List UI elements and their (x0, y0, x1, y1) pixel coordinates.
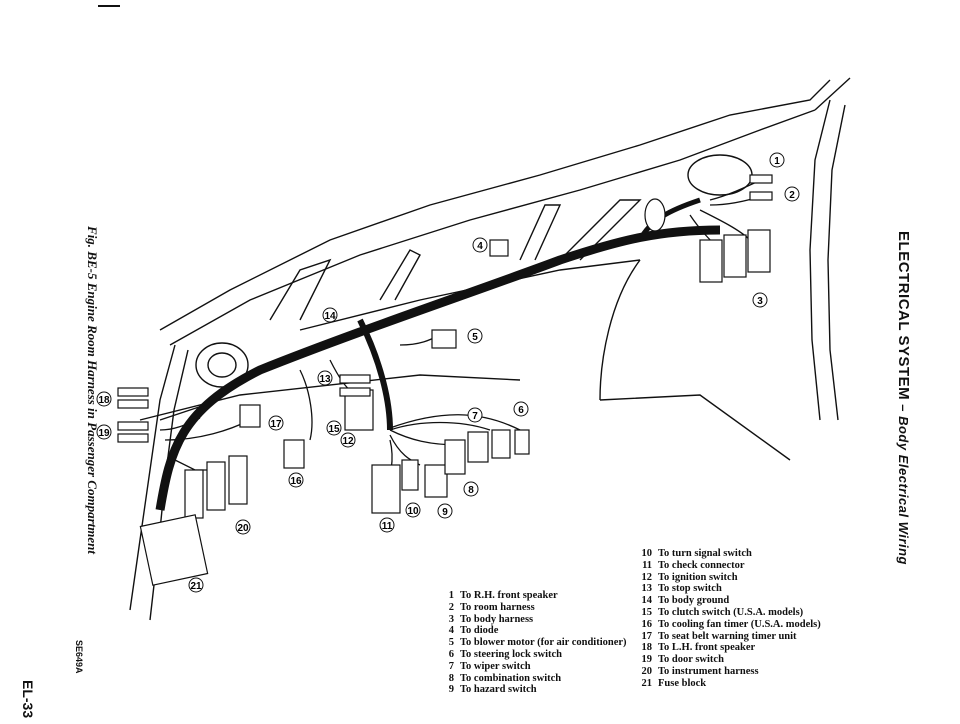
callout-16: 16 (288, 472, 304, 488)
svg-text:7: 7 (472, 411, 478, 422)
figure-code: SE649A (74, 640, 84, 674)
svg-text:13: 13 (319, 374, 331, 385)
callout-17: 17 (268, 415, 284, 431)
callout-9: 9 (437, 503, 453, 519)
svg-text:19: 19 (98, 428, 110, 439)
svg-text:11: 11 (382, 521, 393, 532)
callout-15: 15 (326, 420, 342, 436)
callout-1: 1 (769, 152, 785, 168)
callout-5: 5 (467, 328, 483, 344)
callout-21: 21 (188, 577, 204, 593)
svg-text:10: 10 (407, 506, 419, 517)
svg-text:5: 5 (472, 332, 478, 343)
callout-18: 18 (96, 391, 112, 407)
callout-4: 4 (472, 237, 488, 253)
callout-markers: 1 2 3 4 5 6 7 8 9 10 11 12 13 14 15 16 1… (96, 152, 800, 593)
svg-text:15: 15 (328, 424, 340, 435)
svg-text:18: 18 (98, 395, 110, 406)
dashboard-outline (129, 77, 851, 621)
svg-text:14: 14 (324, 311, 336, 322)
svg-text:21: 21 (190, 581, 202, 592)
svg-text:8: 8 (468, 485, 474, 496)
svg-text:20: 20 (237, 523, 249, 534)
svg-text:16: 16 (290, 476, 302, 487)
figure-caption: Fig. BE-5 Engine Room Harness in Passeng… (85, 226, 100, 554)
connectors (117, 174, 773, 586)
section-header: ELECTRICAL SYSTEM – Body Electrical Wiri… (895, 231, 912, 565)
svg-text:9: 9 (442, 507, 448, 518)
callout-13: 13 (317, 370, 333, 386)
callout-14: 14 (322, 307, 338, 323)
callout-8: 8 (463, 481, 479, 497)
callout-3: 3 (752, 292, 768, 308)
callout-11: 11 (379, 517, 395, 533)
callout-7: 7 (467, 407, 483, 423)
svg-text:1: 1 (774, 156, 780, 167)
svg-text:4: 4 (477, 241, 483, 252)
callout-12: 12 (340, 432, 356, 448)
svg-text:12: 12 (342, 436, 354, 447)
callout-6: 6 (513, 401, 529, 417)
section-title: ELECTRICAL SYSTEM (895, 231, 912, 401)
callout-19: 19 (96, 424, 112, 440)
callout-10: 10 (405, 502, 421, 518)
page-number: EL-33 (20, 680, 36, 719)
section-subtitle: – Body Electrical Wiring (896, 400, 911, 565)
svg-text:17: 17 (270, 419, 282, 430)
callout-2: 2 (784, 186, 800, 202)
svg-text:3: 3 (757, 296, 763, 307)
svg-text:6: 6 (518, 405, 524, 416)
callout-20: 20 (235, 519, 251, 535)
svg-text:2: 2 (789, 190, 795, 201)
